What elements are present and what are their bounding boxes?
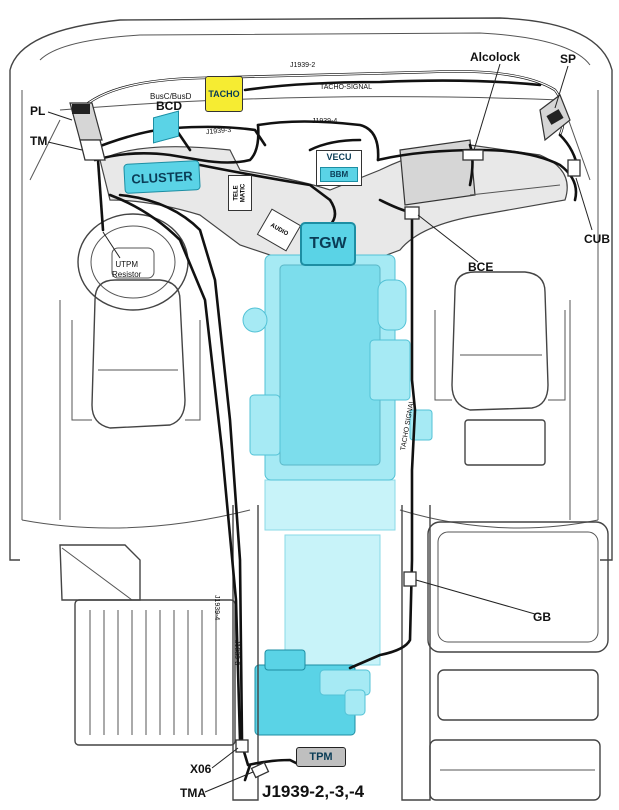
passenger-seat (434, 271, 566, 466)
label-tm: TM (30, 134, 48, 148)
engine-block (242, 254, 433, 666)
audio-label: AUDIO (269, 222, 289, 238)
cab-outline (9, 17, 613, 561)
label-bcd: BCD (156, 99, 182, 113)
label-x06: X06 (190, 762, 212, 776)
label-bce: BCE (468, 260, 494, 274)
frame-rails (232, 505, 431, 801)
wire-label-j1939-3-side: J1939-3 (233, 640, 240, 666)
bbm-unit: BBM (320, 167, 358, 182)
sp-module (539, 94, 571, 142)
tpm-label: TPM (309, 751, 333, 763)
telematics-label: TELE MATIC (233, 183, 246, 203)
vecu-unit: VECU BBM (316, 150, 362, 186)
cluster-unit: CLUSTER (123, 160, 201, 194)
vecu-label: VECU (326, 152, 352, 162)
fuel-tank (427, 521, 609, 801)
tgw-unit: TGW (300, 222, 356, 266)
wiring-harness (78, 70, 580, 782)
diagram-title: J1939-2,-3,-4 (262, 782, 365, 801)
label-pl: PL (30, 104, 46, 118)
wire-label-j1939-4-top: J1939-4 (312, 118, 338, 125)
connectors (235, 149, 581, 779)
wire-label-j1939-4-side: J1939-4 (213, 595, 220, 621)
tacho-label: TACHO (208, 89, 240, 99)
tm-module (79, 139, 106, 161)
label-gb: GB (533, 610, 551, 624)
telematics-unit: TELE MATIC (228, 175, 252, 211)
tgw-label: TGW (309, 235, 347, 252)
label-bcd-bus: BusC/BusD (150, 92, 192, 101)
label-cub: CUB (584, 232, 610, 246)
tacho-unit: TACHO (205, 76, 243, 112)
label-sp: SP (560, 52, 577, 66)
wire-label-j1939-2: J1939-2 (290, 62, 316, 69)
wire-label-tacho-signal-top: TACHO-SIGNAL (320, 84, 372, 91)
label-tma: TMA (180, 786, 206, 800)
tpm-unit: TPM (296, 747, 346, 767)
bbm-label: BBM (329, 170, 349, 179)
gearbox (254, 649, 371, 736)
cluster-label: CLUSTER (130, 167, 194, 187)
battery-box (59, 544, 236, 746)
driver-seat (71, 279, 201, 429)
pl-module (69, 102, 103, 141)
label-utpm-resistor: UTPM Resistor (112, 260, 142, 279)
label-alcolock: Alcolock (470, 50, 521, 64)
